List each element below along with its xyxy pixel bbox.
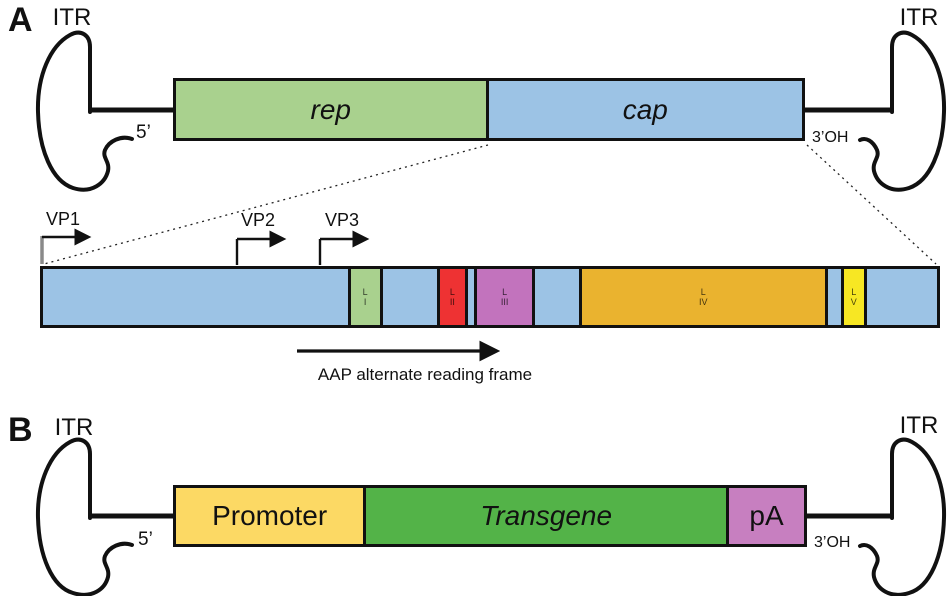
panel-b-label: B <box>8 411 33 449</box>
loop-segment-l-i: L I <box>350 269 380 325</box>
three-prime-oh-label-a: 3’OH <box>812 129 849 146</box>
loop-segment-l-v: L V <box>843 269 864 325</box>
itr-hairpin-left-b <box>35 437 134 596</box>
gene-rep-box: rep <box>176 81 486 138</box>
vp2-label: VP2 <box>241 210 276 230</box>
three-prime-oh-label-b: 3’OH <box>814 534 851 551</box>
five-prime-label-b: 5’ <box>138 529 153 550</box>
itr-hairpin-left-a <box>35 30 134 192</box>
cap-segment-0 <box>43 269 348 325</box>
itr-label-b-left: ITR <box>54 414 94 441</box>
vp1-label: VP1 <box>46 209 81 229</box>
five-prime-label-a: 5’ <box>136 122 151 143</box>
cap-segment-8 <box>827 269 841 325</box>
cap-segment-10 <box>866 269 938 325</box>
element-pa-box: pA <box>729 488 805 544</box>
panel-a-label: A <box>8 1 33 39</box>
gene-cap-box: cap <box>488 81 802 138</box>
cap-expanded-map: L I L II L III L IV L V <box>40 266 940 328</box>
itr-label-a-left: ITR <box>52 4 92 31</box>
element-promoter-box: Promoter <box>176 488 364 544</box>
element-transgene-box: Transgene <box>366 488 727 544</box>
loop-segment-l-ii: L II <box>440 269 465 325</box>
itr-hairpin-right-b <box>858 437 947 596</box>
cap-segment-4 <box>467 269 475 325</box>
zoom-line-left <box>43 144 489 265</box>
aap-frame-label: AAP alternate reading frame <box>317 365 533 384</box>
itr-label-b-right: ITR <box>899 412 939 439</box>
zoom-line-right <box>806 144 937 265</box>
cap-segment-6 <box>534 269 579 325</box>
itr-label-a-right: ITR <box>899 4 939 31</box>
itr-hairpin-right-a <box>858 30 947 192</box>
vp3-label: VP3 <box>325 210 360 230</box>
cap-segment-2 <box>382 269 438 325</box>
loop-segment-l-iii: L III <box>477 269 532 325</box>
loop-segment-l-iv: L IV <box>581 269 825 325</box>
